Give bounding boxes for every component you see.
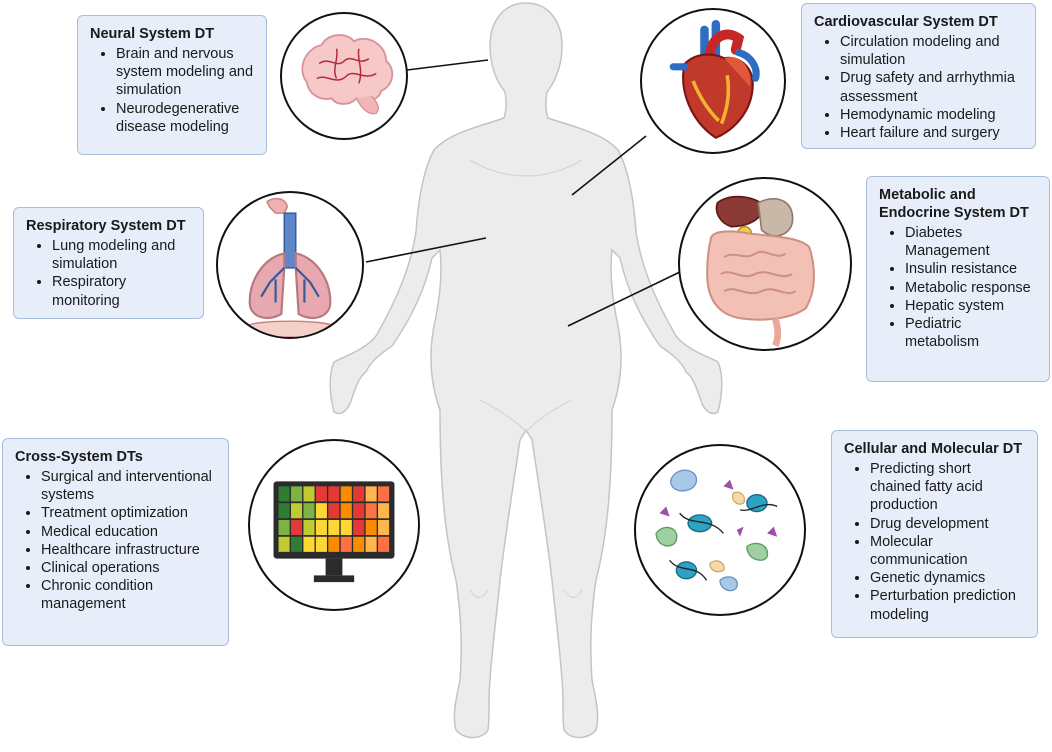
list-item: Molecular communication bbox=[870, 533, 1025, 569]
list-item: Hemodynamic modeling bbox=[840, 106, 1023, 124]
list-item: Diabetes Management bbox=[905, 224, 1037, 260]
heatmap-cell bbox=[353, 519, 365, 536]
list-item: Circulation modeling and simulation bbox=[840, 33, 1023, 69]
list-item: Neurodegenerative disease modeling bbox=[116, 100, 254, 136]
list-item: Drug safety and arrhythmia assessment bbox=[840, 69, 1023, 105]
neural-system-box: Neural System DT Brain and nervous syste… bbox=[77, 15, 267, 155]
box-title: Neural System DT bbox=[90, 26, 215, 42]
heatmap-cell bbox=[328, 536, 340, 552]
cross-system-box: Cross-System DTs Surgical and interventi… bbox=[2, 438, 229, 646]
molecules-icon bbox=[634, 444, 806, 616]
list-item: Hepatic system bbox=[905, 297, 1037, 315]
heatmap-cell bbox=[315, 519, 327, 536]
heatmap-cell bbox=[378, 519, 390, 536]
heatmap-cell bbox=[278, 486, 290, 502]
box-title: Cellular and Molecular DT bbox=[844, 441, 1023, 457]
list-item: Lung modeling and simulation bbox=[52, 237, 191, 273]
monitor-heatmap-icon bbox=[248, 439, 420, 611]
heatmap-cell bbox=[365, 503, 377, 519]
list-item: Clinical operations bbox=[41, 559, 216, 577]
heatmap-cell bbox=[365, 519, 377, 536]
heatmap-cell bbox=[340, 536, 352, 552]
heatmap-cell bbox=[278, 536, 290, 552]
heatmap-cell bbox=[353, 536, 365, 552]
list-item: Insulin resistance bbox=[905, 260, 1037, 278]
list-item: Chronic condition management bbox=[41, 577, 216, 613]
heatmap-cell bbox=[303, 503, 315, 519]
lungs-icon bbox=[216, 191, 364, 339]
cellular-molecular-box: Cellular and Molecular DT Predicting sho… bbox=[831, 430, 1038, 638]
list-item: Predicting short chained fatty acid prod… bbox=[870, 460, 1025, 515]
heatmap-cell bbox=[303, 536, 315, 552]
heatmap-cell bbox=[290, 503, 303, 519]
heatmap-cell bbox=[365, 486, 377, 502]
list-item: Pediatric metabolism bbox=[905, 315, 1037, 351]
heatmap-cell bbox=[303, 519, 315, 536]
heatmap-cell bbox=[290, 536, 303, 552]
cardiovascular-system-box: Cardiovascular System DT Circulation mod… bbox=[801, 3, 1036, 149]
heatmap-cell bbox=[365, 536, 377, 552]
heatmap-cell bbox=[315, 536, 327, 552]
heatmap-cell bbox=[353, 503, 365, 519]
heatmap-cell bbox=[328, 486, 340, 502]
respiratory-system-box: Respiratory System DT Lung modeling and … bbox=[13, 207, 204, 319]
metabolic-endocrine-box: Metabolic and Endocrine System DT Diabet… bbox=[866, 176, 1050, 382]
list-item: Treatment optimization bbox=[41, 504, 216, 522]
heatmap-cell bbox=[340, 503, 352, 519]
heatmap-cell bbox=[340, 486, 352, 502]
box-title: Respiratory System DT bbox=[26, 218, 186, 234]
box-title: Cross-System DTs bbox=[15, 449, 143, 465]
heart-icon bbox=[640, 8, 786, 154]
brain-icon bbox=[280, 12, 408, 140]
list-item: Medical education bbox=[41, 523, 216, 541]
heatmap-cell bbox=[290, 519, 303, 536]
box-title: Metabolic and Endocrine System DT bbox=[879, 187, 1029, 221]
heatmap-cell bbox=[328, 519, 340, 536]
heatmap-cell bbox=[378, 536, 390, 552]
list-item: Brain and nervous system modeling and si… bbox=[116, 45, 254, 100]
list-item: Metabolic response bbox=[905, 279, 1037, 297]
heatmap-cell bbox=[315, 503, 327, 519]
list-item: Drug development bbox=[870, 515, 1025, 533]
heatmap-cell bbox=[303, 486, 315, 502]
heatmap-cell bbox=[378, 503, 390, 519]
list-item: Healthcare infrastructure bbox=[41, 541, 216, 559]
heatmap-cell bbox=[290, 486, 303, 502]
list-item: Respiratory monitoring bbox=[52, 273, 191, 309]
list-item: Perturbation prediction modeling bbox=[870, 587, 1025, 623]
heatmap-cell bbox=[278, 503, 290, 519]
heatmap-cell bbox=[328, 503, 340, 519]
heatmap-cell bbox=[378, 486, 390, 502]
box-title: Cardiovascular System DT bbox=[814, 14, 998, 30]
list-item: Surgical and interventional systems bbox=[41, 468, 216, 504]
list-item: Genetic dynamics bbox=[870, 569, 1025, 587]
heatmap-cell bbox=[353, 486, 365, 502]
heatmap-cell bbox=[340, 519, 352, 536]
heatmap-cell bbox=[278, 519, 290, 536]
heatmap-cell bbox=[315, 486, 327, 502]
digestive-organs-icon bbox=[678, 177, 852, 351]
list-item: Heart failure and surgery bbox=[840, 124, 1023, 142]
